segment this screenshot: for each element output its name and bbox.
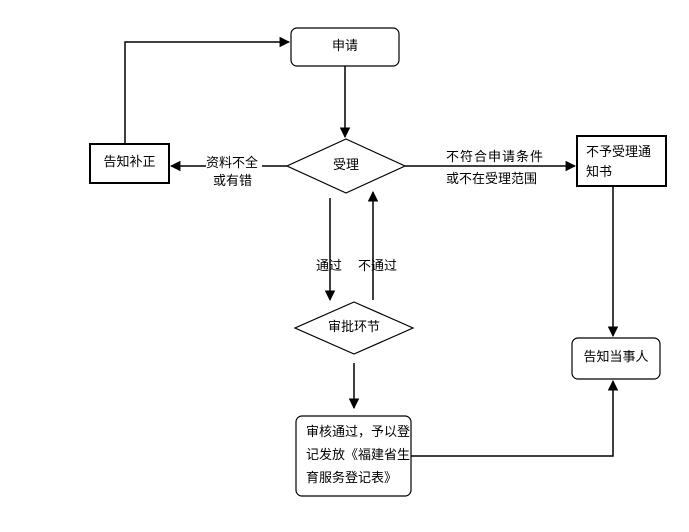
accept-diamond	[285, 138, 407, 194]
approved-to-party-arrow	[411, 379, 619, 457]
approved-label-line1: 审核通过，予以登	[306, 425, 411, 440]
notify-fix-box	[89, 143, 170, 184]
not-accept-notice-label-line1: 不予受理通	[586, 145, 652, 160]
review-diamond	[293, 301, 415, 355]
apply-label: 申请	[331, 39, 358, 54]
not-accept-notice-label-line2: 知书	[586, 165, 613, 180]
fail-label: 不通过	[358, 259, 398, 274]
notify-party-box	[571, 337, 661, 380]
not-qualified-label-line1: 不符合申请条件	[446, 150, 545, 165]
approved-label-line2: 记发放《福建省生	[306, 448, 411, 463]
notify-party-label: 告知当事人	[583, 350, 649, 365]
review-label: 审批环节	[327, 320, 380, 335]
approved-label-line3: 育服务登记表》	[306, 471, 398, 486]
accept-label: 受理	[332, 158, 359, 173]
not-accept-notice-box	[576, 135, 667, 187]
fix-to-apply-arrow	[124, 36, 291, 144]
pass-label: 通过	[316, 259, 343, 274]
not-qualified-label-line2: 或不在受理范围	[446, 172, 538, 187]
incomplete-label-line2: 或有错	[213, 174, 253, 189]
incomplete-label-line1: 资料不全	[206, 156, 259, 171]
notify-fix-label: 告知补正	[103, 155, 156, 170]
